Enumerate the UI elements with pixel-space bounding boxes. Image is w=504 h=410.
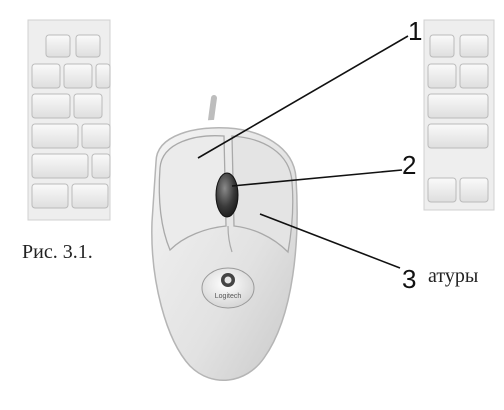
callout-number-3: 3 bbox=[402, 264, 416, 294]
caption-right: атуры bbox=[428, 265, 478, 287]
right-mouse-button bbox=[231, 135, 294, 254]
callout-line-2 bbox=[231, 169, 403, 187]
logo-text: Logitech bbox=[215, 293, 242, 300]
callout-line-1 bbox=[197, 35, 409, 159]
keyboard-left-fragment bbox=[27, 19, 111, 221]
callout-line-3 bbox=[259, 213, 401, 269]
mouse: Logitech bbox=[145, 95, 304, 388]
caption-left: Рис. 3.1. bbox=[22, 241, 93, 263]
scroll-wheel bbox=[215, 172, 239, 218]
left-mouse-button bbox=[158, 135, 227, 252]
keyboard-left-keys bbox=[31, 34, 111, 209]
keyboard-right-keys bbox=[427, 34, 489, 203]
mouse-center-groove bbox=[227, 225, 233, 253]
callout-lines bbox=[197, 35, 409, 269]
callout-number-2: 2 bbox=[402, 150, 416, 180]
keyboard-right-fragment bbox=[423, 19, 495, 211]
logo-badge: Logitech bbox=[201, 267, 255, 309]
callout-number-1: 1 bbox=[408, 16, 422, 46]
